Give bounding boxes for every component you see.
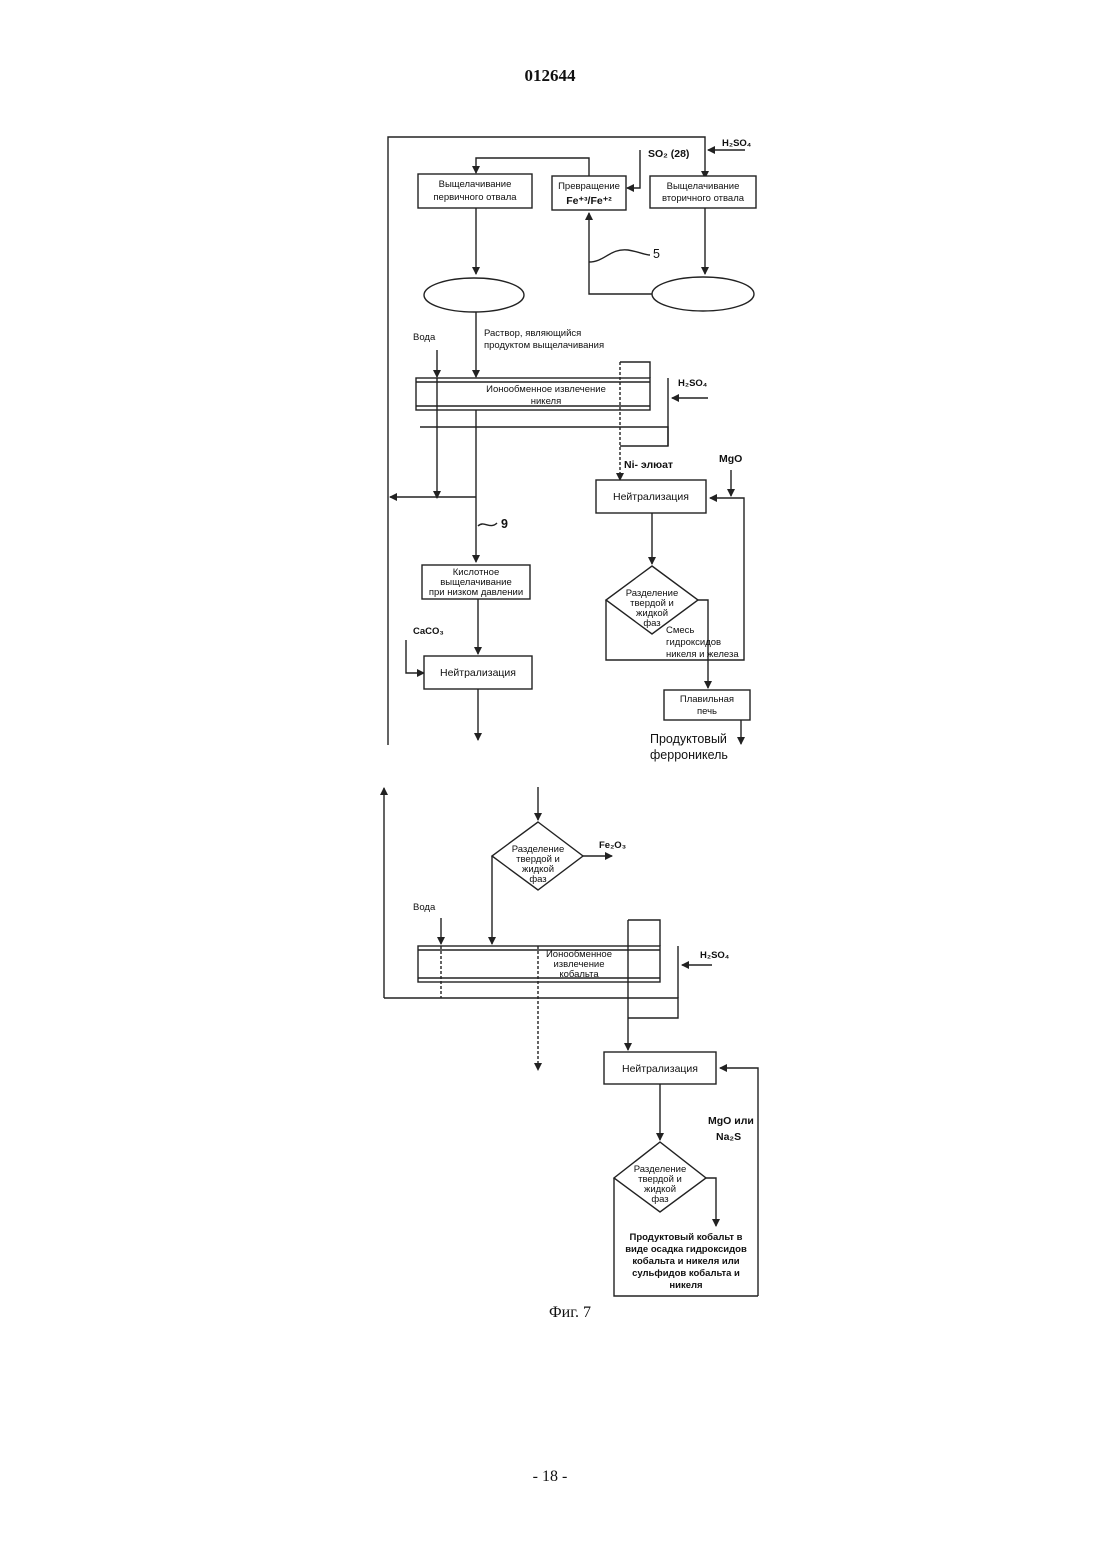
label-caco3: CaCO₃ xyxy=(413,626,444,637)
cobalt-product-label-2: виде осадка гидроксидов xyxy=(625,1244,747,1255)
secondary-leach-label-1: Выщелачивание xyxy=(667,181,740,192)
fe-sep-label-4: фаз xyxy=(529,874,546,885)
primary-leach-label-1: Выщелачивание xyxy=(439,179,512,190)
fe-neutralization-label: Нейтрализация xyxy=(440,667,516,679)
cobalt-product-label-3: кобальта и никеля или xyxy=(632,1256,739,1267)
label-water-top: Вода xyxy=(413,332,436,343)
secondary-pond-ellipse xyxy=(652,277,754,311)
cobalt-product-label-5: никеля xyxy=(669,1280,702,1291)
co-ix-bottom-loop xyxy=(384,998,678,1018)
ni-neutralization-label: Нейтрализация xyxy=(613,491,689,503)
secondary-leach-label-2: вторичного отвала xyxy=(662,193,745,204)
co-sep-label-4: фаз xyxy=(651,1194,668,1205)
leach-solution-label-2: продуктом выщелачивания xyxy=(484,340,604,351)
cobalt-product-label-4: сульфидов кобальта и xyxy=(632,1268,740,1279)
co-ix-recirc-top xyxy=(628,920,660,946)
hydroxide-mix-label-1: Смесь xyxy=(666,625,694,636)
label-fe2o3: Fe₂O₃ xyxy=(599,840,626,851)
primary-leach-label-2: первичного отвала xyxy=(433,192,517,203)
primary-pond-ellipse xyxy=(424,278,524,312)
conversion-label-1: Превращение xyxy=(558,181,620,192)
acid-leach-label-3: при низком давлении xyxy=(429,587,523,598)
cobalt-product-label-1: Продуктовый кобальт в xyxy=(629,1232,742,1243)
ni-ix-label-1: Ионообменное извлечение xyxy=(486,384,606,395)
caco3-feed xyxy=(406,640,424,673)
label-na2s: Na₂S xyxy=(716,1131,741,1143)
label-ni-eluate: Ni- элюат xyxy=(624,459,673,471)
label-h2so4-co: H₂SO₄ xyxy=(700,950,730,961)
label-h2so4-top: H₂SO₄ xyxy=(722,138,752,149)
page-number: - 18 - xyxy=(0,1468,1100,1486)
co-neutralization-label: Нейтрализация xyxy=(622,1063,698,1075)
furnace-label-2: печь xyxy=(697,706,717,717)
hydroxide-mix-label-2: гидроксидов xyxy=(666,637,721,648)
label-ref9: 9 xyxy=(501,517,508,531)
co-sep-solid-out xyxy=(706,1178,716,1226)
ferronickel-label-2: ферроникель xyxy=(650,748,728,762)
ref9-leader xyxy=(478,523,497,526)
ni-ix-label-2: никеля xyxy=(531,396,561,407)
leach-solution-label-1: Раствор, являющийся xyxy=(484,328,581,339)
ref5-leader xyxy=(589,250,650,262)
co-ion-exchange-box xyxy=(418,946,660,982)
hydroxide-mix-label-3: никеля и железа xyxy=(666,649,739,660)
furnace-label-1: Плавильная xyxy=(680,694,734,705)
co-ix-label-3: кобальта xyxy=(559,969,599,980)
label-water-bottom: Вода xyxy=(413,902,436,913)
label-mgo-or: MgO или xyxy=(708,1115,754,1127)
conversion-label-2: Fe⁺³/Fe⁺² xyxy=(566,195,612,207)
ni-ix-bottom-loop xyxy=(420,427,668,446)
label-ref5: 5 xyxy=(653,247,660,261)
ferronickel-label-1: Продуктовый xyxy=(650,732,727,746)
so2-feed-line xyxy=(627,150,640,188)
figure-caption: Фиг. 7 xyxy=(0,1304,1100,1322)
ni-sep-label-4: фаз xyxy=(643,618,660,629)
ni-ix-recirc-top xyxy=(620,362,650,378)
label-so2: SO₂ (28) xyxy=(648,148,689,160)
recycle-loop-line xyxy=(388,137,705,745)
label-h2so4-ni: H₂SO₄ xyxy=(678,378,708,389)
label-mgo-top: MgO xyxy=(719,453,742,465)
